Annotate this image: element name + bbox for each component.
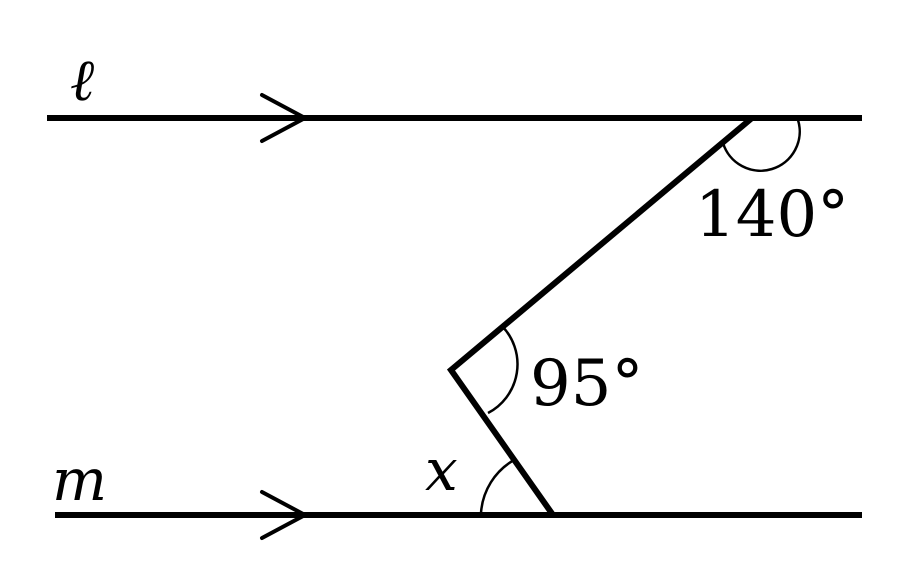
bent-transversal: [446, 115, 754, 517]
line-l-arrow-icon: [260, 93, 307, 143]
line-m-label: m: [52, 446, 107, 514]
angle-95-label: 95°: [530, 347, 643, 421]
angle-arc-140: [721, 119, 801, 172]
line-l-label: ℓ: [70, 46, 94, 114]
angle-x-label: x: [425, 436, 458, 504]
angle-arc-95: [487, 325, 519, 415]
angle-140-label: 140°: [695, 178, 849, 252]
line-m-arrow-icon: [260, 490, 307, 540]
angle-arc-x: [479, 458, 515, 514]
